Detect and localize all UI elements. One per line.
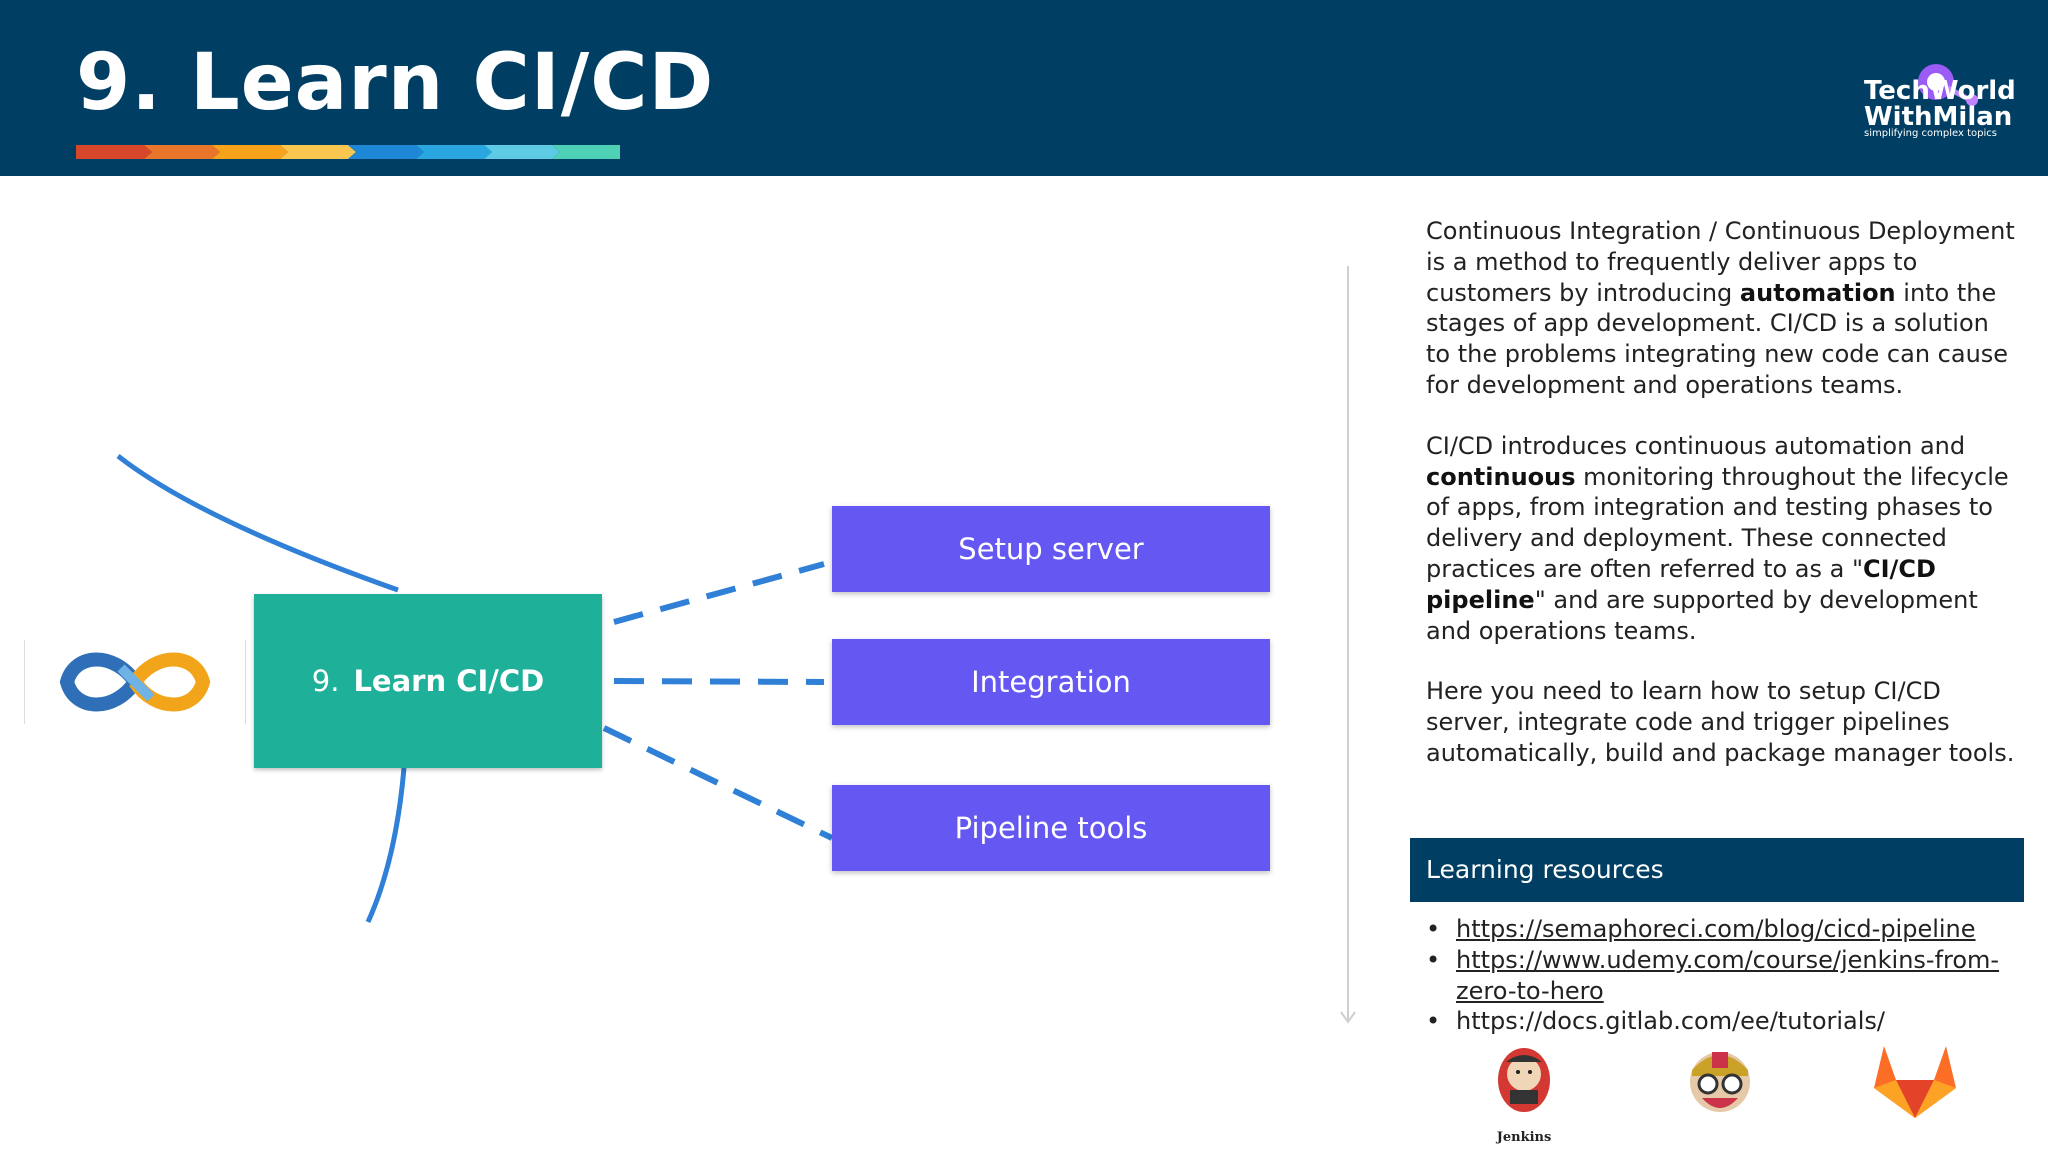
center-node-number: 9. [311, 664, 340, 698]
center-node-label: Learn CI/CD [353, 664, 545, 698]
vertical-divider-arrow [1340, 266, 1356, 1024]
node-pipeline-tools[interactable]: Pipeline tools [832, 785, 1270, 871]
chevron-segment [348, 145, 424, 159]
resource-link-gitlab[interactable]: https://docs.gitlab.com/ee/tutorials/ [1456, 1007, 1885, 1036]
chevron-segment [484, 145, 560, 159]
chevron-segment [552, 145, 620, 159]
connector-pipeline-tools [602, 725, 834, 841]
node-integration-label: Integration [971, 665, 1131, 699]
chevron-segment [416, 145, 492, 159]
resource-item: https://www.udemy.com/course/jenkins-fro… [1426, 945, 2026, 1007]
logo-text-line1: TechWorld [1864, 76, 2016, 106]
logo-tagline: simplifying complex topics [1864, 128, 1997, 139]
node-integration[interactable]: Integration [832, 639, 1270, 725]
travis-ci-icon [1684, 1040, 1756, 1124]
techworld-logo-icon [1918, 64, 1978, 106]
center-node-learn-cicd[interactable]: 9. Learn CI/CD [254, 594, 602, 768]
resource-item: https://semaphoreci.com/blog/cicd-pipeli… [1426, 914, 2026, 945]
description-paragraph-1: Continuous Integration / Continuous Depl… [1426, 217, 2015, 399]
upper-branch-line [116, 454, 399, 593]
description-paragraph-2: CI/CD introduces continuous automation a… [1426, 431, 2009, 645]
logo-text-line2: WithMilan [1864, 102, 2013, 132]
connector-integration [613, 678, 825, 685]
description-text: Continuous Integration / Continuous Depl… [1426, 216, 2016, 799]
chevron-segment [144, 145, 220, 159]
chevron-segment [280, 145, 356, 159]
jenkins-caption: Jenkins [1496, 1130, 1552, 1145]
resource-link-list: https://semaphoreci.com/blog/cicd-pipeli… [1426, 914, 2026, 1037]
color-chevron-strip [76, 145, 620, 159]
mindmap-connectors [116, 454, 834, 924]
page-title: 9. Learn CI/CD [76, 38, 715, 128]
chevron-segment [76, 145, 152, 159]
connector-setup-server [613, 561, 825, 625]
chevron-segment [212, 145, 288, 159]
node-setup-server[interactable]: Setup server [832, 506, 1270, 592]
lower-branch-line [365, 767, 407, 924]
learning-resources-heading: Learning resources [1410, 838, 2024, 902]
header-bar: 9. Learn CI/CD TechWorld WithMilan simpl… [0, 0, 2048, 176]
node-pipeline-tools-label: Pipeline tools [954, 811, 1148, 845]
resource-item: https://docs.gitlab.com/ee/tutorials/ [1426, 1006, 2026, 1037]
description-paragraph-3: Here you need to learn how to setup CI/C… [1426, 677, 2015, 767]
devops-lifecycle-icon [24, 640, 246, 724]
resource-link-semaphore[interactable]: https://semaphoreci.com/blog/cicd-pipeli… [1456, 915, 1976, 943]
gitlab-icon [1870, 1040, 1960, 1124]
resource-link-udemy[interactable]: https://www.udemy.com/course/jenkins-fro… [1456, 945, 2000, 1005]
node-setup-server-label: Setup server [958, 532, 1144, 566]
jenkins-icon: Jenkins [1488, 1040, 1560, 1145]
